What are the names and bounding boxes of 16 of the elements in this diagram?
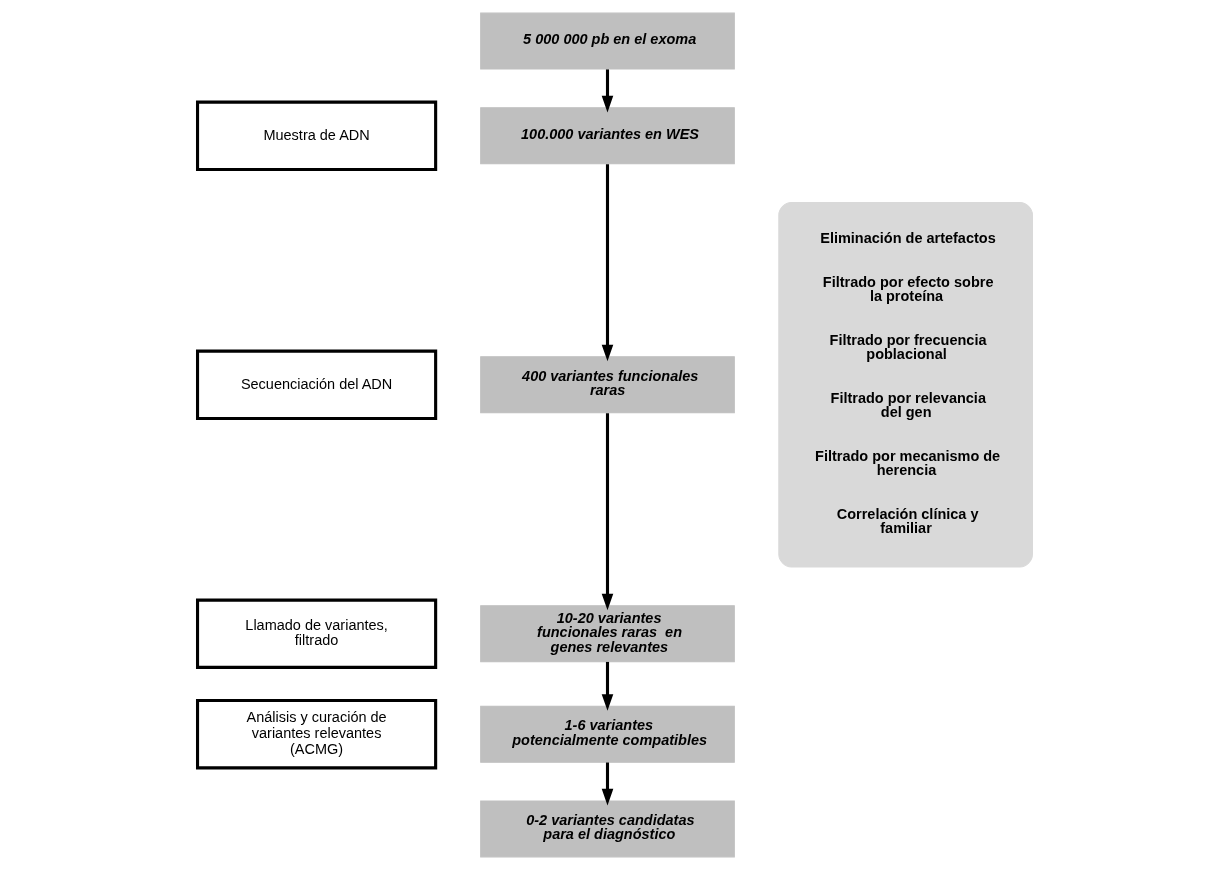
node-box: 1-6 variantes potencialmente compatibles: [479, 705, 735, 763]
arrow: [601, 762, 613, 805]
node-box: 10-20 variantes funcionales raras en genes relevantes: [479, 604, 735, 662]
node-box: Secuenciación del ADN: [195, 349, 437, 420]
node-box: Llamado de variantes, filtrado: [195, 598, 437, 669]
arrow: [601, 661, 613, 711]
node-box: 5 000 000 pb en el exoma: [479, 12, 735, 70]
arrow: [601, 412, 613, 610]
arrow: [601, 163, 613, 361]
node-box: 400 variantes funcionales raras: [479, 355, 735, 413]
node-box: Análisis y curación de variantes relevantes (ACMG): [195, 698, 437, 769]
arrow: [601, 68, 613, 112]
node-box: 0-2 variantes candidatas para el diagnóstico: [479, 799, 735, 857]
node-box: Eliminación de artefactos Filtrado por efecto sobre la proteína Filtrado por frecuencia poblacional Filtrado por relevancia del gen Filtrado por mecanismo de herencia Correlación clínica y familiar: [777, 201, 1033, 567]
node-box: 100.000 variantes en WES: [479, 106, 735, 164]
node-box: Muestra de ADN: [195, 100, 437, 171]
